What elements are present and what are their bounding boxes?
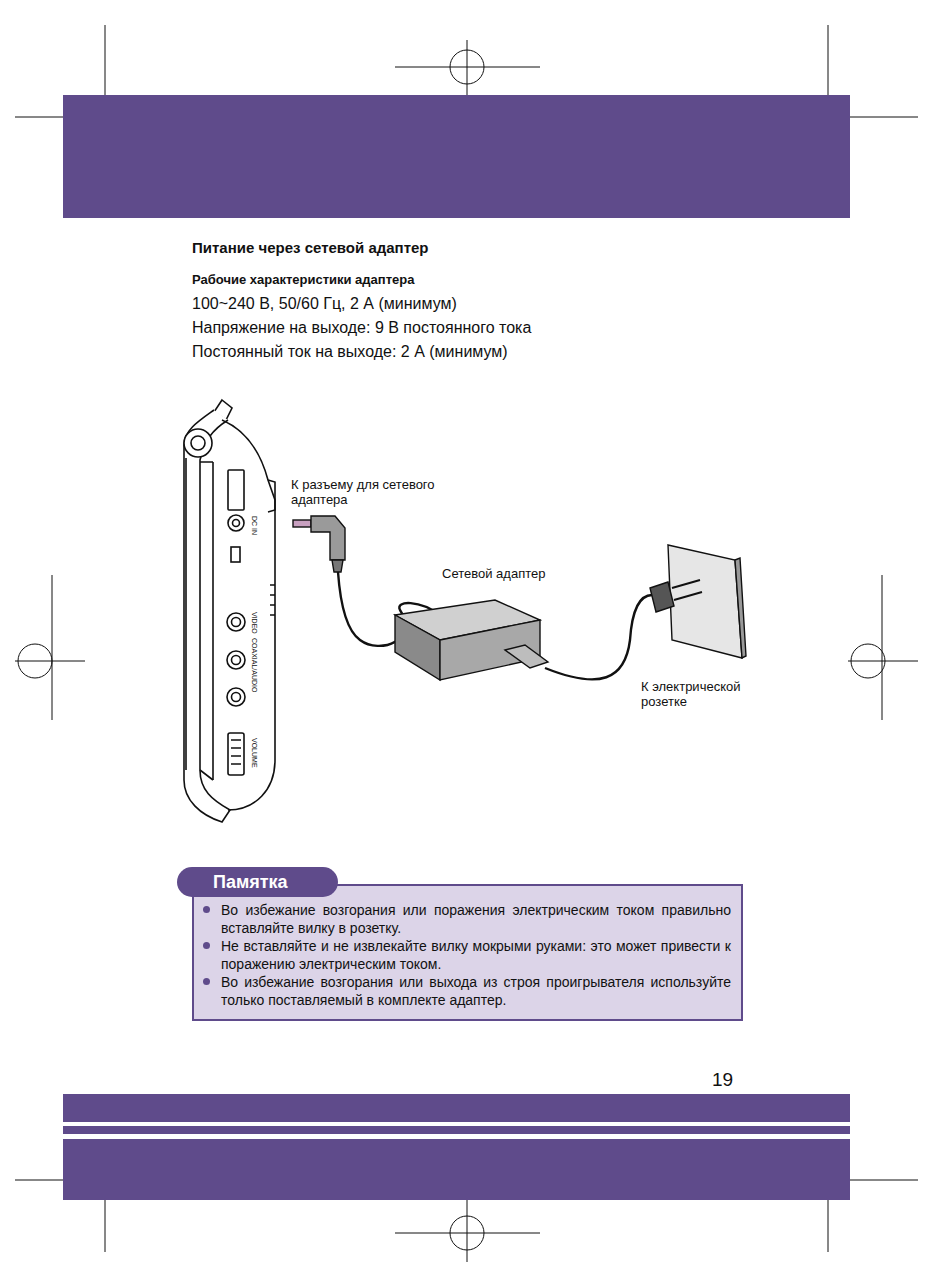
bullet-dot — [203, 942, 210, 949]
cables — [338, 572, 652, 679]
callout-label: Сетевой адаптер — [442, 567, 545, 582]
note-heading: Памятка — [177, 867, 338, 897]
note-body: Во избежание возгорания или поражения эл… — [201, 901, 731, 1017]
spec-line: Напряжение на выходе: 9 В постоянного то… — [192, 319, 531, 337]
note-text: Не вставляйте и не извлекайте вилку мокр… — [221, 938, 731, 972]
note-box: Памятка Во избежание возгорания или пораж… — [177, 867, 743, 1017]
footer-band — [63, 1139, 850, 1200]
plug-body — [311, 516, 345, 560]
power-adapter — [395, 600, 548, 680]
header-band — [63, 95, 850, 218]
plug-tip — [293, 520, 311, 527]
page-number: 19 — [712, 1069, 733, 1091]
note-item: Не вставляйте и не извлекайте вилку мокр… — [201, 937, 731, 973]
footer-band — [63, 1094, 850, 1122]
note-text: Во избежание возгорания или поражения эл… — [221, 902, 731, 936]
port-label: VIDEO — [250, 612, 258, 634]
spec-line: Постоянный ток на выходе: 2 А (минимум) — [192, 343, 508, 361]
callout-label: К электрической розетке — [641, 680, 766, 710]
page-bands — [63, 95, 850, 1200]
player-side-view — [184, 400, 275, 822]
wall-outlet — [650, 545, 746, 658]
note-item: Во избежание возгорания или выхода из ст… — [201, 973, 731, 1009]
port-label: COAXIAL/AUDIO — [250, 638, 258, 692]
port-label: DC IN — [250, 516, 258, 535]
footer-band — [63, 1126, 850, 1134]
dc-plug — [293, 516, 345, 572]
port-label: VOLUME — [250, 738, 258, 768]
note-item: Во избежание возгорания или поражения эл… — [201, 901, 731, 937]
note-text: Во избежание возгорания или выхода из ст… — [221, 974, 731, 1008]
bullet-dot — [203, 906, 210, 913]
section-title: Питание через сетевой адаптер — [192, 239, 429, 256]
callout-label: К разъему для сетевого адаптера — [291, 478, 461, 508]
spec-line: 100~240 В, 50/60 Гц, 2 А (минимум) — [192, 295, 457, 313]
bullet-dot — [203, 978, 210, 985]
subheading: Рабочие характеристики адаптера — [192, 273, 414, 288]
crop-marks — [15, 25, 918, 1262]
